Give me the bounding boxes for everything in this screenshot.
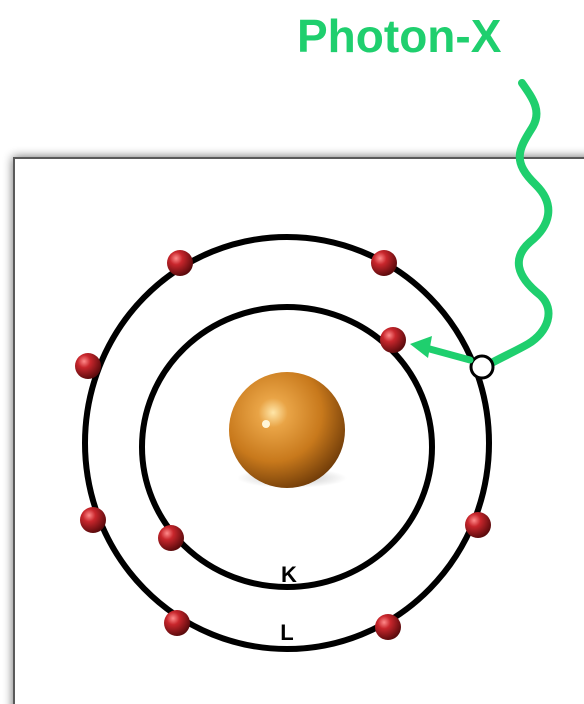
electron	[80, 507, 106, 533]
nucleus-highlight	[262, 420, 270, 428]
electron	[164, 610, 190, 636]
electron	[380, 327, 406, 353]
electron	[371, 250, 397, 276]
shell-label-k: K	[281, 562, 297, 587]
electron-vacancy	[471, 356, 493, 378]
electron	[167, 250, 193, 276]
electron	[375, 614, 401, 640]
nucleus	[229, 372, 345, 488]
shell-label-l: L	[280, 620, 293, 645]
diagram-title: Photon-X	[297, 10, 502, 62]
electron	[465, 512, 491, 538]
electron	[75, 353, 101, 379]
electron	[158, 525, 184, 551]
